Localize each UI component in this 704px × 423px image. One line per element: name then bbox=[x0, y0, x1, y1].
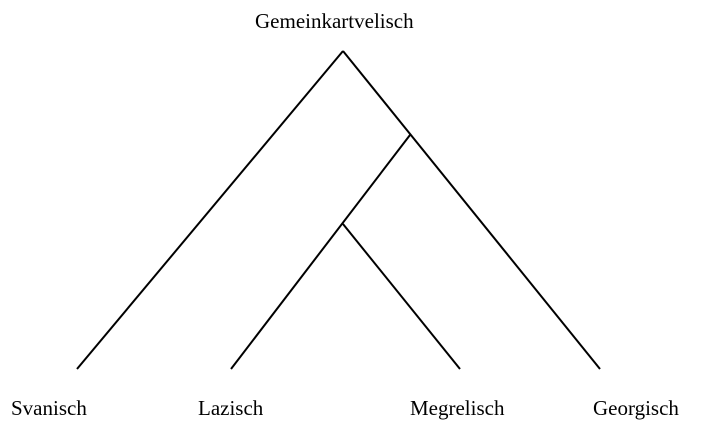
leaf-label-megrelisch: Megrelisch bbox=[410, 396, 505, 420]
leaf-label-lazisch: Lazisch bbox=[198, 396, 264, 420]
root-node-label: Gemeinkartvelisch bbox=[255, 9, 414, 33]
leaf-label-svanisch: Svanisch bbox=[11, 396, 87, 420]
branch-root-to-georgisch bbox=[342, 50, 601, 370]
branch-node2-to-megrelisch bbox=[342, 223, 461, 370]
branch-node1-to-lazisch bbox=[230, 134, 411, 370]
leaf-label-georgisch: Georgisch bbox=[593, 396, 679, 420]
branch-root-to-svanisch bbox=[76, 50, 344, 370]
